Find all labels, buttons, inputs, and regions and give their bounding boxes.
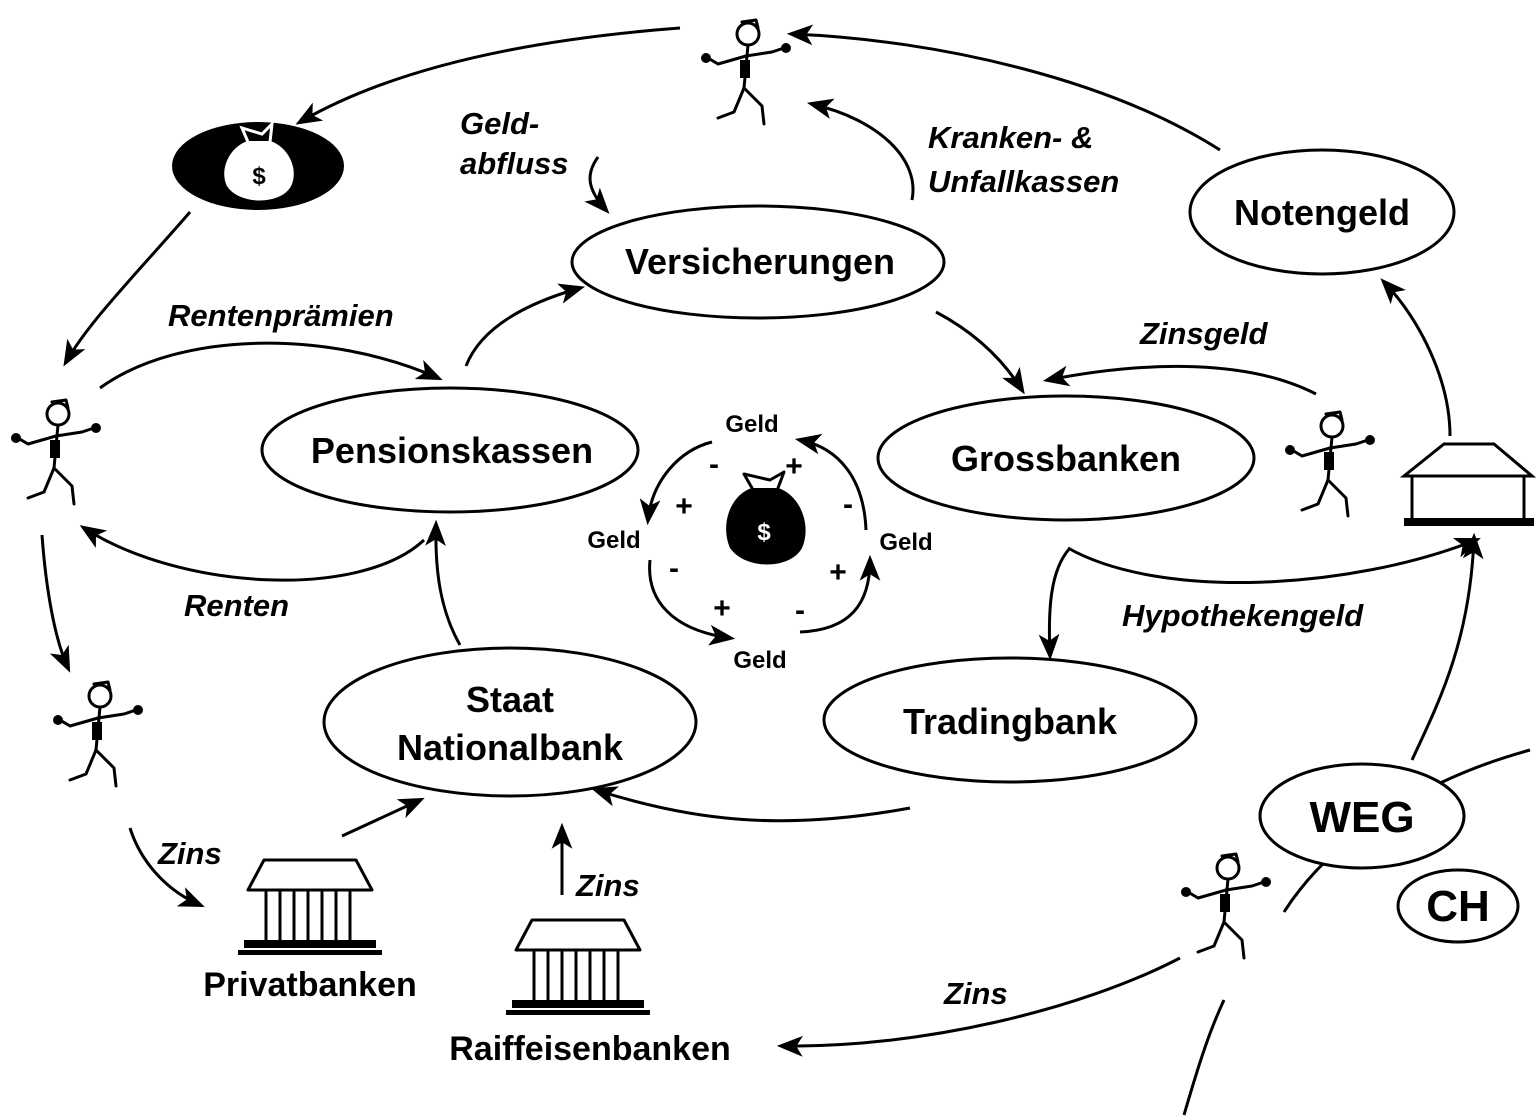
running-man-icon <box>699 18 793 126</box>
grossbanken-label: Grossbanken <box>951 438 1181 479</box>
node-staat-nationalbank: Staat Nationalbank <box>322 646 698 798</box>
geld-top-label: Geld <box>725 411 778 438</box>
nationalbank-label: Nationalbank <box>397 727 624 768</box>
geldabfluss-label-2: abfluss <box>460 146 569 181</box>
bank-building-icon <box>236 858 384 957</box>
dollar-symbol: $ <box>757 519 771 546</box>
zinsgeld-label: Zinsgeld <box>1139 316 1269 351</box>
tradingbank-label: Tradingbank <box>903 701 1118 742</box>
running-man-icon <box>51 680 145 788</box>
sign-plus: + <box>713 592 731 625</box>
node-grossbanken: Grossbanken <box>876 394 1256 522</box>
renten-label: Renten <box>184 588 289 623</box>
inner-flow-arrows <box>79 98 1481 895</box>
node-pensionskassen: Pensionskassen <box>260 386 640 514</box>
dollar-symbol: $ <box>252 163 266 190</box>
node-tradingbank: Tradingbank <box>822 656 1198 784</box>
rentenpraemien-label: Rentenprämien <box>168 298 394 333</box>
pensionskassen-label: Pensionskassen <box>311 430 593 471</box>
edge-labels: Geld- abfluss Kranken- & Unfallkassen Re… <box>157 106 1364 1011</box>
geld-bottom-label: Geld <box>733 647 786 674</box>
node-versicherungen: Versicherungen <box>570 204 946 320</box>
sign-plus: + <box>829 556 847 589</box>
running-man-icon <box>1179 852 1273 960</box>
zins-label-middle: Zins <box>575 868 640 903</box>
ch-label: CH <box>1426 882 1490 931</box>
versicherungen-label: Versicherungen <box>625 241 895 282</box>
sign-minus: - <box>669 552 679 585</box>
geld-right-label: Geld <box>879 529 932 556</box>
geldabfluss-label-1: Geld- <box>460 106 539 141</box>
sign-plus: + <box>675 490 693 523</box>
money-cycle: $ Geld Geld Geld Geld - + + - - + + - <box>587 411 932 674</box>
sign-minus: - <box>709 448 719 481</box>
money-bag-icon: $ <box>726 470 806 565</box>
kranken-label-1: Kranken- & <box>928 120 1093 155</box>
geld-left-label: Geld <box>587 527 640 554</box>
kranken-label-2: Unfallkassen <box>928 164 1119 199</box>
privatbanken-label: Privatbanken <box>203 966 417 1004</box>
zins-label-left: Zins <box>157 836 222 871</box>
weg-label: WEG <box>1309 793 1414 842</box>
money-bag-icon: $ <box>172 119 344 210</box>
node-weg: WEG <box>1258 762 1466 870</box>
zins-label-bottom: Zins <box>943 976 1008 1011</box>
node-notengeld: Notengeld <box>1188 148 1456 276</box>
bank-building-icon <box>504 918 652 1017</box>
house-icon <box>1399 442 1536 526</box>
running-man-icon <box>1283 410 1377 518</box>
node-ch: CH <box>1396 868 1520 944</box>
hypothekengeld-label: Hypothekengeld <box>1122 598 1364 633</box>
staat-label: Staat <box>466 679 554 720</box>
raiffeisenbanken-label: Raiffeisenbanken <box>449 1030 731 1068</box>
notengeld-label: Notengeld <box>1234 192 1410 233</box>
sign-minus: - <box>795 594 805 627</box>
sign-minus: - <box>843 488 853 521</box>
running-man-icon <box>9 398 103 506</box>
sign-plus: + <box>785 450 803 483</box>
